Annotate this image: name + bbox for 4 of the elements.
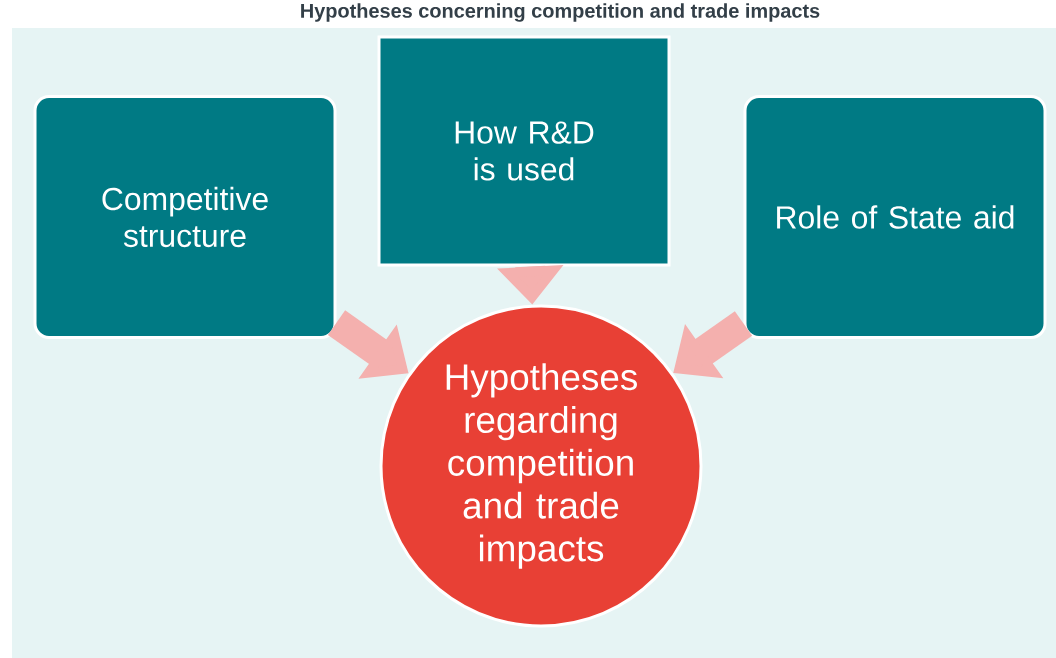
title: Hypotheses concerning competition and trade impacts: [301, 3, 820, 22]
topic-box: Competitive structure: [33, 95, 337, 339]
topic-box: Role of State aid: [743, 95, 1047, 339]
topic-box: How R&D is used: [377, 35, 671, 267]
